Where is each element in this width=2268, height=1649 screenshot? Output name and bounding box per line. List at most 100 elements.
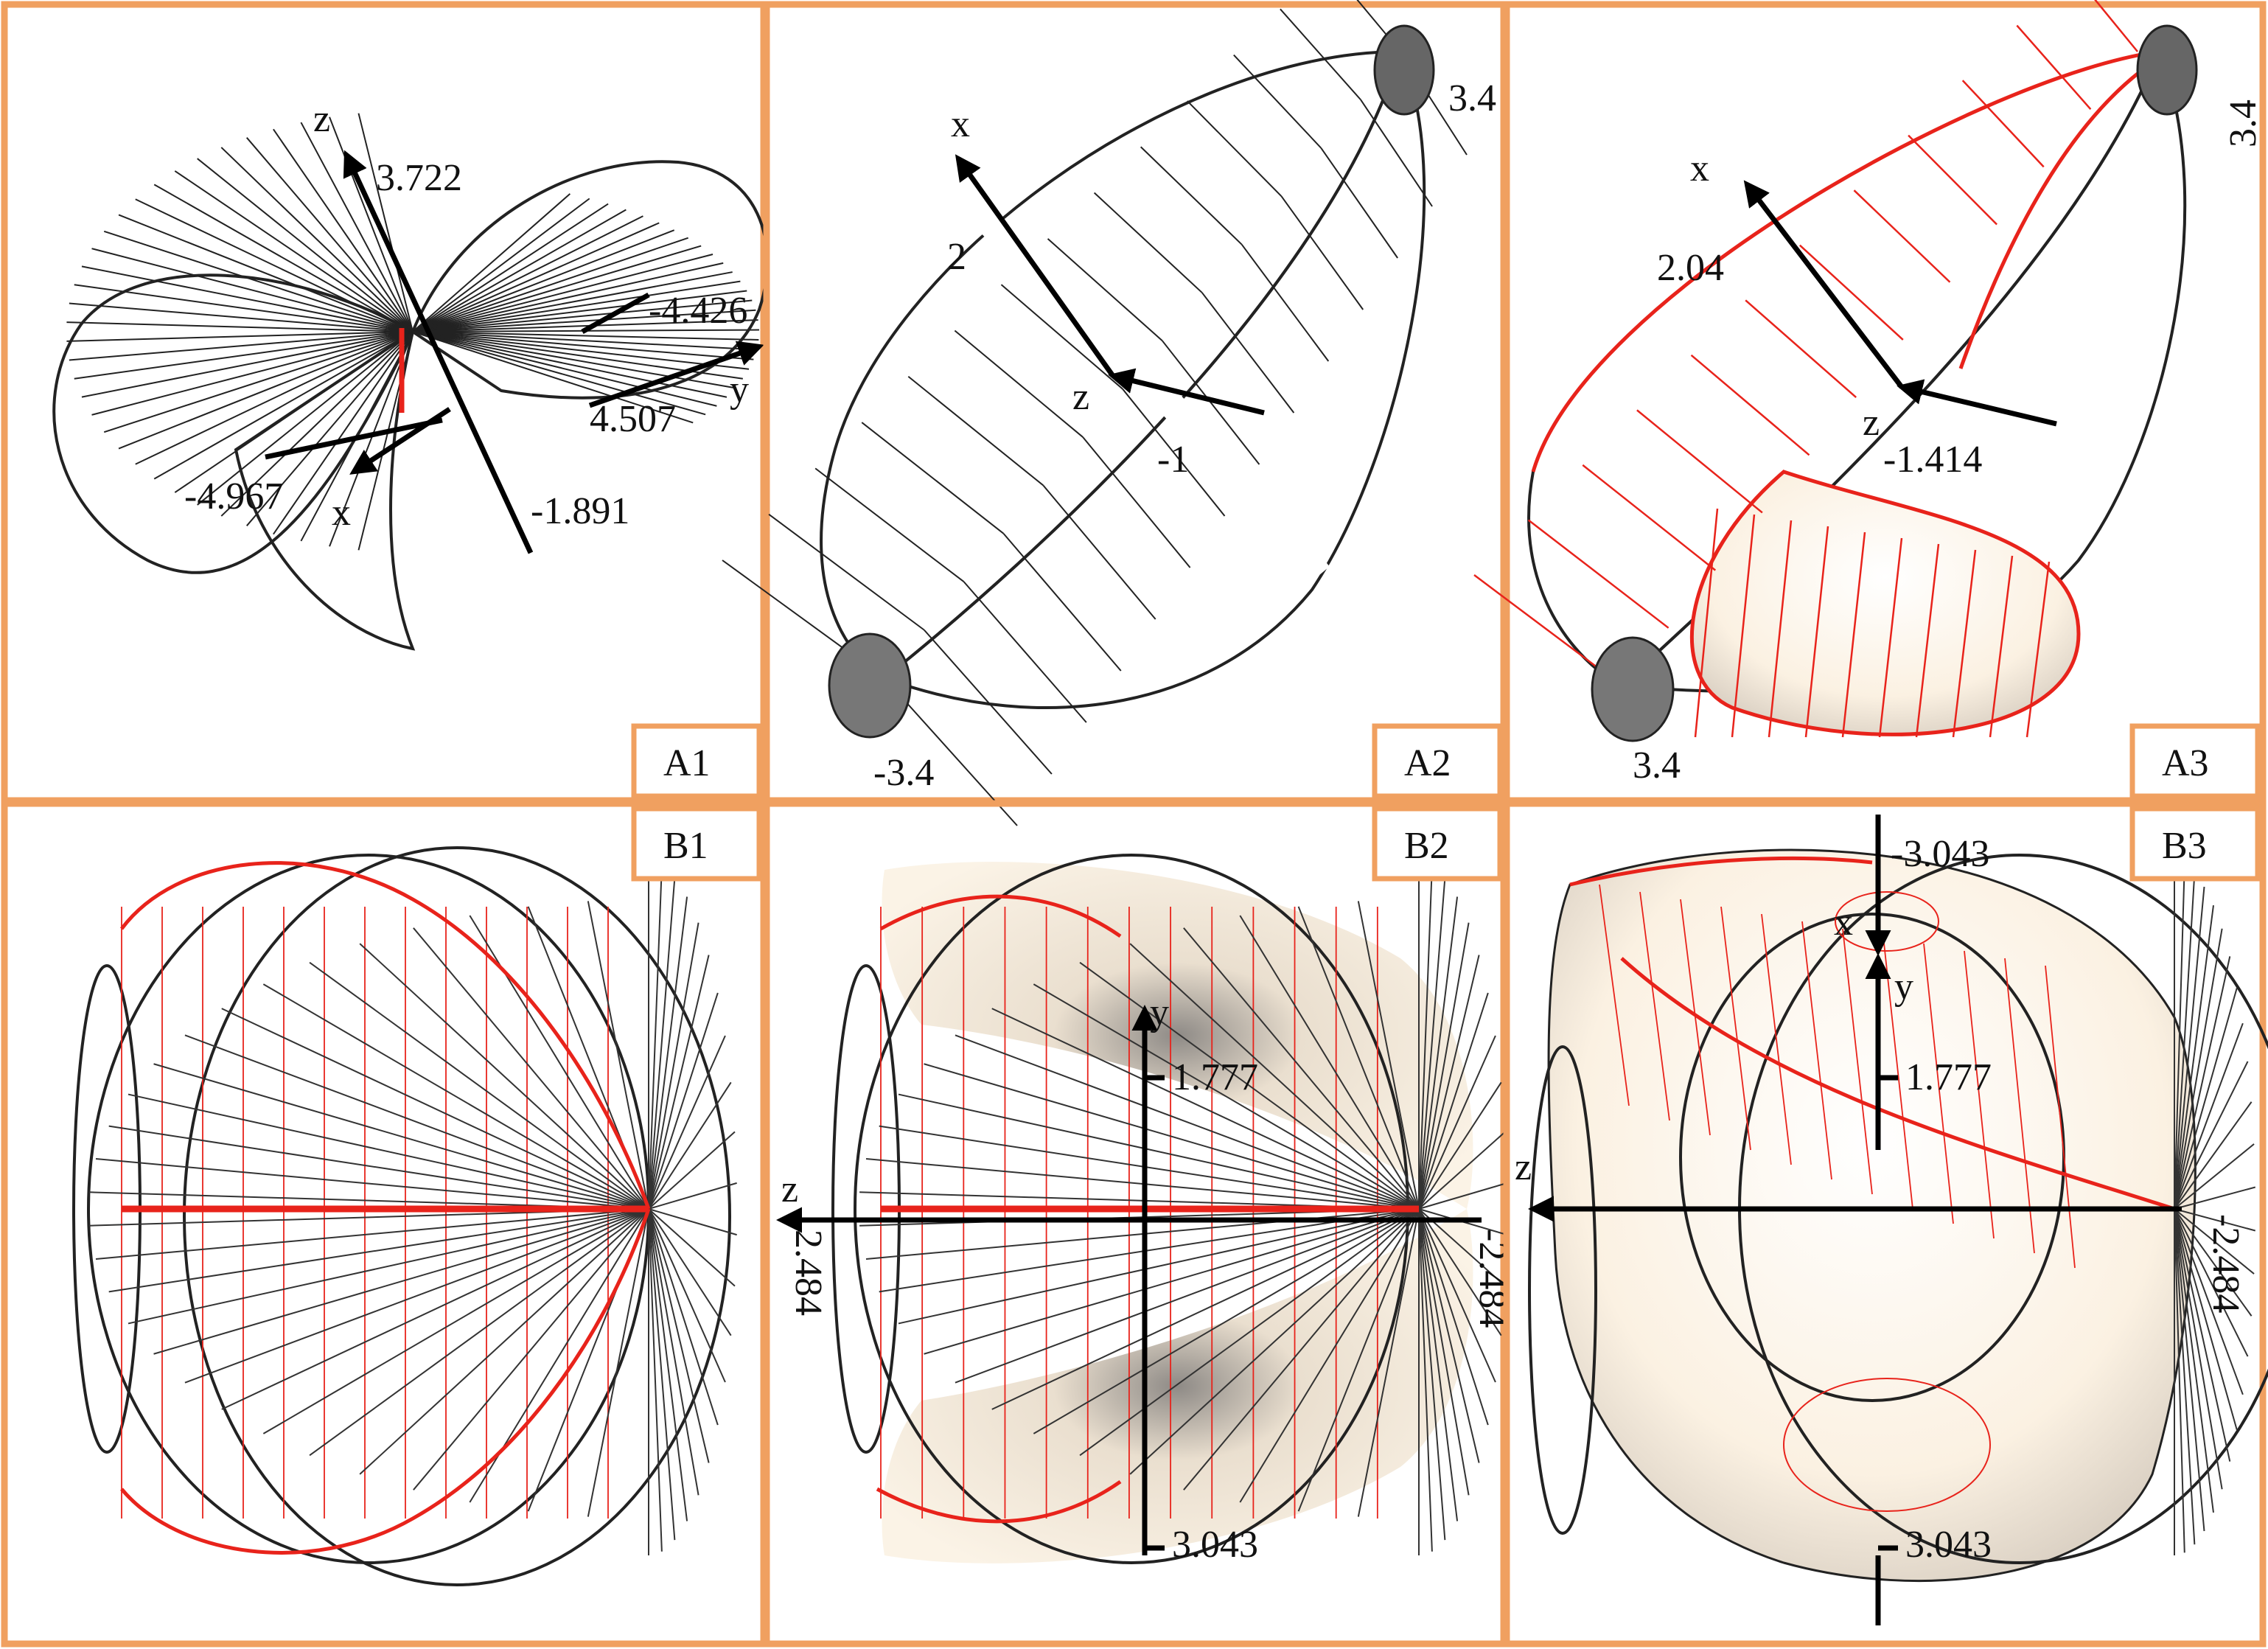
a1-ruling-line: [135, 198, 414, 332]
b3-fan-line: [2174, 928, 2223, 1210]
b1-rulings-fan-line: [108, 1125, 649, 1210]
a2-ruling-line: [1241, 243, 1330, 362]
b2-rulings-fan-line: [991, 1008, 1420, 1210]
b3-fan-line: [2174, 1022, 2244, 1210]
a1-y-tick: [581, 292, 650, 335]
a2-ruling-line: [814, 467, 965, 583]
a1-ruling-line: [118, 214, 414, 332]
b3-fan-line: [2174, 1101, 2253, 1210]
a2-surface-light: [881, 47, 1426, 709]
b2-rulings-fan-line: [1129, 943, 1420, 1210]
b3-fan-line: [2174, 905, 2214, 1210]
a1-ruling-line: [74, 331, 414, 380]
a1-ruling-line: [174, 170, 414, 332]
b1-red-curve-bottom: [120, 1208, 651, 1555]
a1-ruling-line: [412, 331, 717, 407]
b2-rulings-fan-line: [955, 1034, 1420, 1210]
b2-y-label: y: [1150, 991, 1169, 1033]
b3-red-line: [1842, 928, 1873, 1195]
a1-ruling-line: [412, 262, 724, 332]
a1-ruling-line: [412, 254, 713, 332]
a1-ruling-line: [412, 331, 754, 360]
b2-rulings-fan-line: [898, 1208, 1420, 1325]
b3-fan-line: [2174, 1143, 2255, 1210]
b1-rulings-fan-line: [184, 1208, 649, 1384]
b3-y-label: y: [1894, 966, 1913, 1008]
a2-x-axis: [955, 154, 1115, 378]
b2-rulings-fan-line: [1418, 1208, 1489, 1426]
b3-red-line: [2045, 965, 2076, 1269]
a2-ruling-line: [861, 422, 1005, 534]
panel-b2: y 1.777 3.043 z 2.484 -2.484 B2: [763, 800, 1513, 1648]
a1-ruling-line: [412, 280, 741, 332]
a2-ruling-line: [1280, 8, 1361, 101]
panel-b1: B1: [1, 800, 767, 1648]
a3-ruling-line: [1690, 354, 1810, 456]
a1-ruling-line: [135, 331, 414, 465]
a1-y-near-value: -4.426: [649, 290, 747, 332]
a2-ruling-line: [1140, 146, 1243, 245]
a3-ruling-line: [1878, 537, 1903, 738]
a1-ruling-line: [220, 147, 414, 332]
b3-red-curves: [1569, 856, 2175, 1211]
b3-fan-line: [2174, 1208, 2231, 1462]
a3-ruling-lines: [1473, 0, 2138, 738]
b2-rulings-fan-line: [1033, 1208, 1420, 1434]
a2-ruling-line: [1162, 340, 1260, 465]
b2-rulings-fan-line: [1297, 1208, 1420, 1512]
b2-rulings-fan-line: [1418, 1208, 1496, 1383]
a3-ruling-line: [1798, 244, 1904, 341]
a1-ruling-line: [412, 331, 706, 416]
b3-ruling-lines: [1599, 862, 2256, 1555]
a1-ruling-line: [91, 248, 414, 332]
a1-ruling-line: [103, 230, 414, 332]
b1-rulings-fan-line: [128, 1208, 649, 1325]
a1-y-axis: [588, 341, 764, 408]
a1-ruling-line: [412, 193, 571, 332]
b1-tag-box: [631, 806, 762, 882]
a2-cone-top: [1373, 24, 1435, 116]
b1-ellipse-right: [183, 846, 731, 1586]
b1-rulings-fan-line: [648, 877, 676, 1210]
a1-ruling-line: [69, 302, 414, 332]
panel-a2: x 2 z -1 3.4 -3.4 A2: [722, 0, 1507, 826]
a2-z-label: z: [1072, 376, 1089, 418]
a1-x-label: x: [332, 492, 351, 534]
panel-b3: -3.043 x y 1.777 3.043 z -2.484 B3: [1503, 800, 2268, 1648]
a1-ruling-line: [174, 331, 414, 493]
a2-ruling-line: [1047, 238, 1163, 342]
a1-ruling-line: [91, 331, 414, 416]
a1-ruling-line: [412, 299, 753, 332]
b1-rulings-fan-line: [128, 1093, 649, 1210]
b2-rulings-fan-line: [1357, 901, 1420, 1210]
a1-ruling-line: [412, 245, 702, 332]
b3-fan-line: [2174, 1208, 2196, 1545]
b3-fan-line: [2174, 1208, 2223, 1490]
a1-ruling-line: [245, 137, 414, 332]
b1-rulings-fan-line: [221, 1008, 649, 1210]
b2-surface-lower: [882, 1209, 1473, 1563]
a1-ruling-line: [412, 198, 590, 332]
b1-rulings-fan-line: [648, 1208, 663, 1552]
b1-red-curve-top: [120, 861, 651, 1210]
b3-fan-line: [2174, 1208, 2249, 1357]
a3-ruling-line: [1745, 299, 1857, 399]
a2-ruling-line: [1093, 192, 1203, 293]
a2-ruling-line: [1002, 533, 1122, 672]
panel-a1: z 3.722 -1.891 -4.426 4.507 y -4.967 x A…: [1, 1, 769, 804]
b2-rulings-fan-line: [1418, 1208, 1502, 1336]
b2-rulings-fan-line: [1418, 1131, 1506, 1210]
b1-rulings-fan-line: [648, 1208, 676, 1541]
b2-rulings-fan-line: [1418, 896, 1459, 1210]
b2-rulings-fan-line: [991, 1208, 1420, 1410]
a1-ruling-line: [329, 331, 414, 547]
a3-cone-bottom: [1591, 636, 1675, 742]
b1-rulings-fan-line: [95, 1158, 649, 1210]
a3-ruling-line: [1636, 409, 1763, 514]
b3-tag: B3: [2162, 825, 2207, 867]
b2-rulings-fan-line: [924, 1208, 1420, 1355]
b2-rulings-fan-line: [1418, 877, 1446, 1210]
a3-z-axis: [1897, 379, 2057, 427]
a1-ruling-line: [103, 331, 414, 433]
a2-ruling-line: [924, 629, 1053, 775]
